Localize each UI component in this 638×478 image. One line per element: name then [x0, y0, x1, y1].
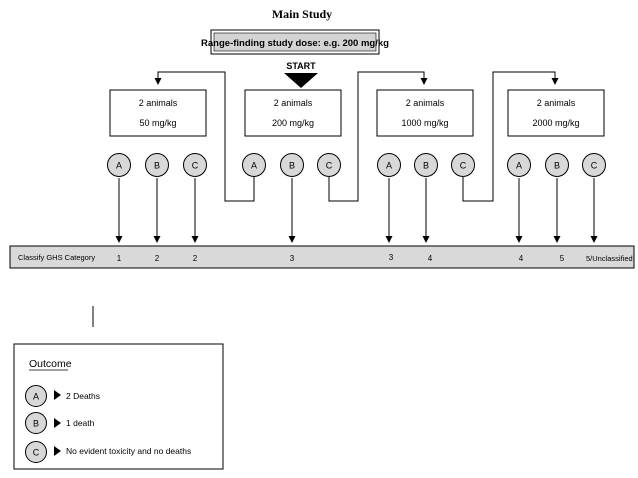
outcome-letter: A	[251, 161, 257, 171]
dose-box-50-line2: 50 mg/kg	[139, 118, 176, 128]
range-finding-box: Range-finding study dose: e.g. 200 mg/kg	[201, 29, 389, 55]
diagram-title: Main Study	[272, 7, 332, 21]
category-value: 2	[193, 254, 198, 263]
outcome-circle-1000-c: C	[451, 153, 475, 177]
outcome-letter: C	[326, 161, 333, 171]
outcome-circle-2000-a: A	[507, 153, 531, 177]
dose-box-2000-line2: 2000 mg/kg	[532, 118, 579, 128]
dose-box-50: 2 animals 50 mg/kg	[109, 89, 207, 137]
category-value: 5/Unclassified	[586, 254, 633, 263]
legend-item-a: A 2 Deaths	[25, 385, 100, 407]
category-value: 5	[560, 254, 565, 263]
outcome-legend: Outcome A 2 Deaths B 1 death C No eviden…	[13, 343, 224, 470]
dose-box-2000-line1: 2 animals	[537, 98, 576, 108]
dose-box-1000-line1: 2 animals	[406, 98, 445, 108]
pointer-arrow-icon	[54, 418, 61, 428]
outcome-circle-200-a: A	[242, 153, 266, 177]
category-value: 2	[155, 254, 160, 263]
outcome-circle-200-b: B	[280, 153, 304, 177]
outcome-circle-1000-b: B	[414, 153, 438, 177]
outcome-circle-2000-b: B	[545, 153, 569, 177]
outcome-circle-1000-a: A	[377, 153, 401, 177]
flow-connectors	[154, 71, 559, 202]
category-value: 3	[290, 254, 295, 263]
dose-box-1000-line2: 1000 mg/kg	[401, 118, 448, 128]
outcome-letter: C	[192, 161, 199, 171]
pointer-arrow-icon	[54, 390, 61, 400]
outcome-arrows	[115, 178, 598, 243]
outcome-letter: B	[154, 161, 160, 171]
outcome-letter: B	[289, 161, 295, 171]
outcome-letter: A	[516, 161, 522, 171]
outcome-circle-2000-c: C	[582, 153, 606, 177]
outcome-letter: B	[554, 161, 560, 171]
category-value: 4	[519, 254, 524, 263]
dose-box-1000: 2 animals 1000 mg/kg	[376, 89, 474, 137]
start-label: START	[286, 61, 316, 71]
outcome-circle-50-a: A	[107, 153, 131, 177]
outcome-circle-50-c: C	[183, 153, 207, 177]
legend-title: Outcome	[29, 358, 72, 370]
outcome-letter: B	[423, 161, 429, 171]
category-value: 3	[389, 253, 394, 262]
legend-letter: B	[33, 419, 39, 429]
start-arrow-icon	[284, 73, 318, 88]
dose-box-200: 2 animals 200 mg/kg	[244, 89, 342, 137]
classify-bar: Classify GHS Category 1 2 2 3 3 4 4 5 5/…	[9, 245, 635, 269]
outcome-letter: A	[116, 161, 122, 171]
dose-box-2000: 2 animals 2000 mg/kg	[507, 89, 605, 137]
pointer-arrow-icon	[54, 446, 61, 456]
outcome-circle-200-c: C	[317, 153, 341, 177]
legend-text: 1 death	[66, 418, 95, 428]
dose-box-50-line1: 2 animals	[139, 98, 178, 108]
category-value: 1	[117, 254, 122, 263]
legend-letter: A	[33, 392, 39, 402]
legend-text: 2 Deaths	[66, 391, 100, 401]
outcome-letter: A	[386, 161, 392, 171]
range-finding-label: Range-finding study dose: e.g. 200 mg/kg	[201, 38, 389, 49]
dose-box-200-line1: 2 animals	[274, 98, 313, 108]
outcome-letter: C	[591, 161, 598, 171]
category-value: 4	[428, 254, 433, 263]
outcome-circles: A B C A B C A B	[107, 153, 606, 177]
outcome-circle-50-b: B	[145, 153, 169, 177]
legend-text: No evident toxicity and no deaths	[66, 446, 191, 456]
classify-label: Classify GHS Category	[18, 253, 95, 262]
dose-box-200-line2: 200 mg/kg	[272, 118, 314, 128]
legend-letter: C	[33, 448, 40, 458]
legend-item-c: C No evident toxicity and no deaths	[25, 441, 191, 463]
legend-item-b: B 1 death	[25, 412, 95, 434]
outcome-letter: C	[460, 161, 467, 171]
